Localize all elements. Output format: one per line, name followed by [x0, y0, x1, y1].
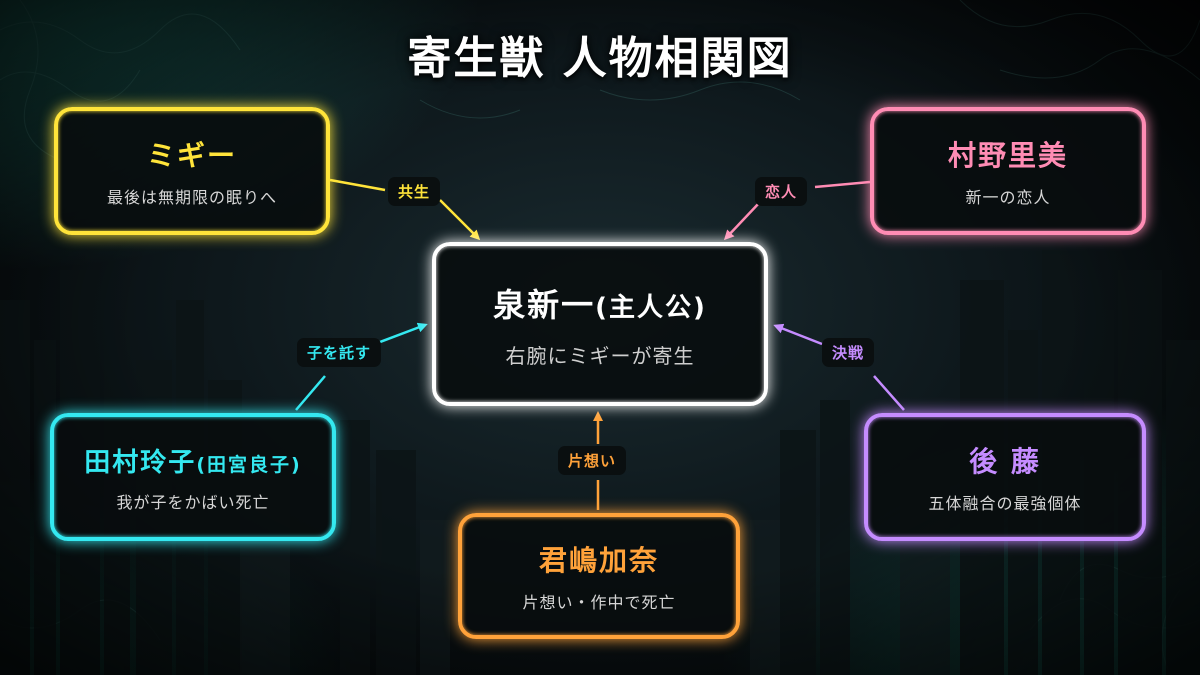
relation-label-tamura: 子を託す	[297, 338, 382, 367]
node-murano-satomi: 村野里美 新一の恋人	[870, 107, 1146, 235]
relation-label-kimishima: 片想い	[558, 446, 627, 475]
edge-migi	[329, 178, 478, 238]
migi-name: ミギー	[146, 139, 237, 172]
node-goto: 後 藤 五体融合の最強個体	[864, 413, 1146, 541]
relation-label-migi: 共生	[388, 177, 441, 206]
node-name: 泉新一(主人公)	[493, 280, 707, 326]
murano-name: 村野里美	[947, 139, 1068, 172]
center-name-suffix: (主人公)	[595, 292, 707, 323]
center-desc: 右腕にミギーが寄生	[505, 343, 695, 368]
node-migi: ミギー 最後は無期限の眠りへ	[54, 107, 330, 235]
node-tamura-reiko: 田村玲子(田宮良子) 我が子をかばい死亡	[50, 413, 336, 541]
page-title: 寄生獣 人物相関図	[407, 33, 793, 84]
node-izumi-shinichi: 泉新一(主人公) 右腕にミギーが寄生	[432, 242, 768, 406]
kimishima-desc: 片想い・作中で死亡	[522, 593, 676, 612]
tamura-name-suffix: (田宮良子)	[196, 453, 302, 476]
edge-murano	[726, 180, 871, 238]
kimishima-name: 君嶋加奈	[538, 544, 659, 577]
edge-tamura	[295, 325, 425, 411]
goto-name: 後 藤	[969, 445, 1041, 478]
tamura-name-line: 田村玲子(田宮良子)	[84, 442, 301, 479]
node-kimishima-kana: 君嶋加奈 片想い・作中で死亡	[458, 513, 740, 639]
tamura-desc: 我が子をかばい死亡	[116, 492, 270, 512]
murano-desc: 新一の恋人	[965, 188, 1051, 207]
relation-label-murano: 恋人	[755, 177, 808, 206]
migi-desc: 最後は無期限の眠りへ	[106, 188, 277, 207]
edge-goto	[776, 326, 905, 411]
tamura-name: 田村玲子	[84, 447, 197, 478]
center-name: 泉新一	[493, 285, 596, 324]
goto-desc: 五体融合の最強個体	[928, 494, 1082, 513]
relation-label-goto: 決戦	[822, 338, 875, 367]
